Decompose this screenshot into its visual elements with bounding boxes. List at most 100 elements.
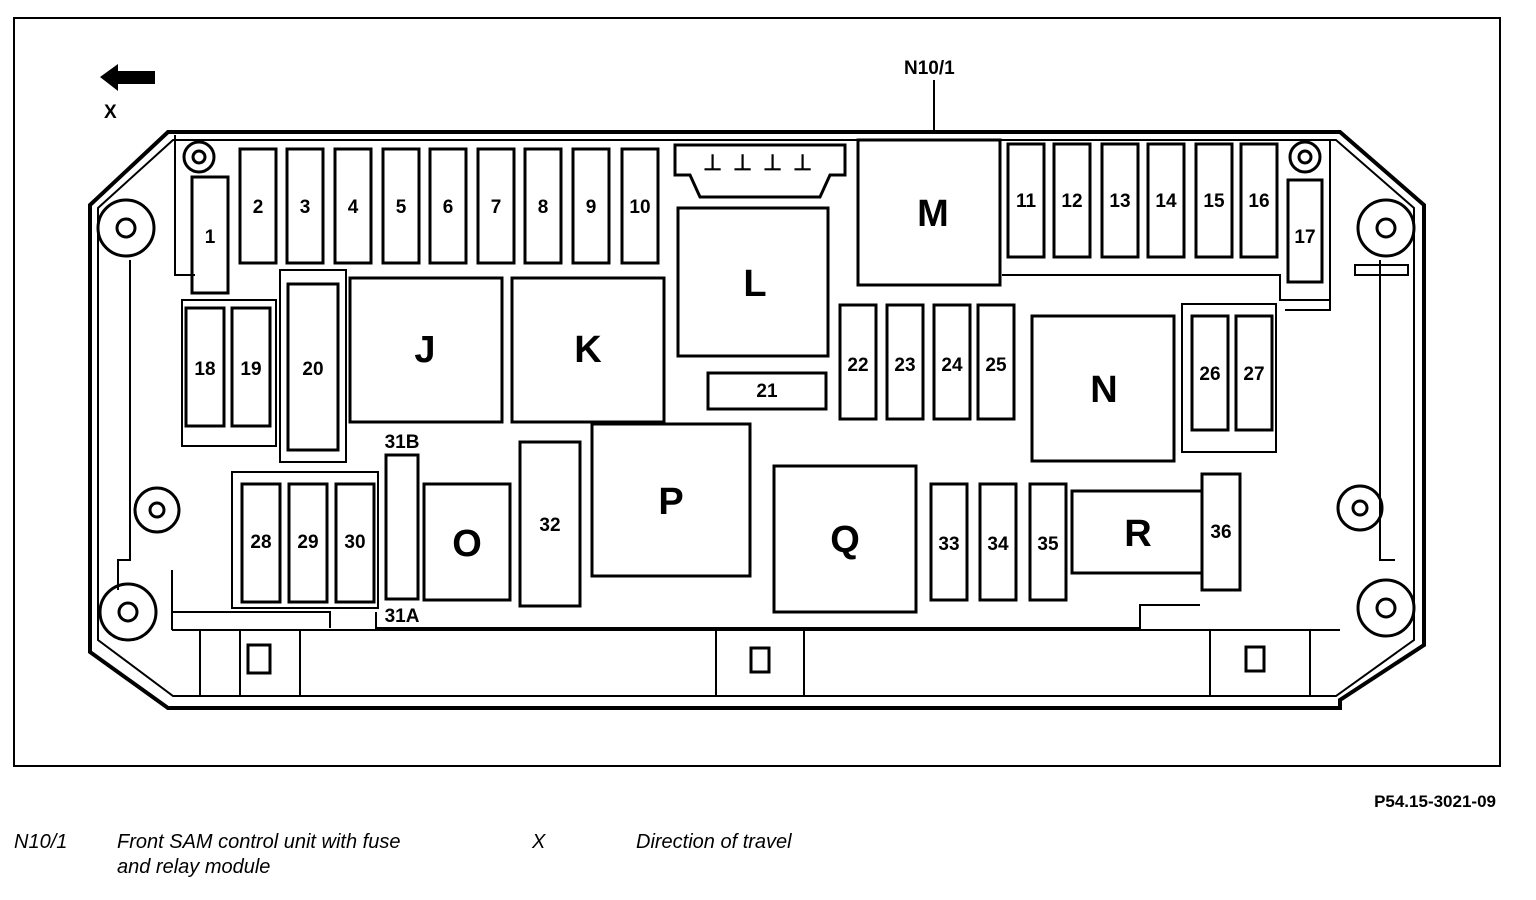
connector-slot (1244, 645, 1266, 673)
top-connector (673, 143, 847, 199)
relay-l-label: L (743, 263, 766, 305)
legend-text-x: Direction of travel (636, 831, 792, 853)
fuse-26-box (1190, 314, 1230, 432)
fuse-18-label: 18 (194, 359, 215, 380)
fuse-relay-diagram: X N10/1 ⊥ ⊥ ⊥ ⊥ J K L M N O P Q R 1 2 3 … (13, 17, 1501, 767)
fuse-6-box (428, 147, 468, 265)
relay-m-box (856, 138, 1002, 287)
fuse-2-label: 2 (253, 197, 264, 218)
fuse-3-box (285, 147, 325, 265)
screw-top-right (1288, 140, 1322, 174)
legend-text-n10-1: Front SAM control unit with fuse and rel… (117, 830, 400, 880)
fuse-30-box (334, 482, 376, 604)
legend-text-line-2: and relay module (117, 856, 271, 878)
screw-top-left (182, 140, 216, 174)
fuse-28-label: 28 (250, 532, 271, 553)
fuse-2-box (238, 147, 278, 265)
relay-k-box (510, 276, 666, 424)
diagram-frame (13, 17, 1501, 767)
relay-p-label: P (658, 481, 683, 523)
fuse-13-box (1100, 142, 1140, 259)
relay-m-label: M (917, 193, 949, 235)
fuse-3-label: 3 (300, 197, 311, 218)
relay-n-box (1030, 314, 1176, 463)
fuse-9-box (571, 147, 611, 265)
fuse-24-box (932, 303, 972, 421)
fuse-27-label: 27 (1243, 364, 1264, 385)
callout-n10-1: N10/1 (904, 58, 955, 79)
relay-r-label: R (1124, 513, 1151, 555)
fuse-20-box (286, 282, 340, 452)
fuse-30-label: 30 (344, 532, 365, 553)
mount-hole-bottom-left (98, 582, 158, 642)
fuse-16-box (1239, 142, 1279, 259)
fuse-23-label: 23 (894, 355, 915, 376)
fuse-17-box (1286, 178, 1324, 284)
connector-pin-2: ⊥ (733, 150, 752, 175)
connector-slot (749, 646, 771, 674)
fuse-35-box (1028, 482, 1068, 602)
fuse-4-box (333, 147, 373, 265)
fuse-33-box (929, 482, 969, 602)
relay-o-box (422, 482, 512, 602)
legend-text-line-1: Front SAM control unit with fuse (117, 831, 401, 853)
fuse-6-label: 6 (443, 197, 454, 218)
fuse-13-label: 13 (1109, 191, 1130, 212)
connector-pin-1: ⊥ (703, 150, 722, 175)
connector-pin-4: ⊥ (793, 150, 812, 175)
legend-code-x: X (532, 831, 546, 853)
fuse-1-box (190, 175, 230, 295)
fuse-group-18-19 (181, 299, 277, 447)
fuse-10-label: 10 (629, 197, 650, 218)
fuse-5-label: 5 (396, 197, 407, 218)
fuse-36-label: 36 (1210, 522, 1231, 543)
terminal-31b-label: 31B (385, 432, 420, 453)
module-outline (88, 130, 1426, 710)
fuse-1-label: 1 (205, 227, 216, 248)
fuse-group-20 (279, 269, 347, 463)
relay-k-label: K (574, 329, 602, 371)
fuse-21-label: 21 (756, 381, 778, 402)
fuse-33-label: 33 (938, 534, 959, 555)
direction-arrow-icon (100, 64, 155, 91)
fuse-32-box (518, 440, 582, 608)
terminal-31-box (384, 453, 420, 601)
fuse-29-box (287, 482, 329, 604)
fuse-17-label: 17 (1294, 227, 1315, 248)
fuse-11-label: 11 (1016, 191, 1037, 212)
relay-j-label: J (414, 329, 435, 371)
fuse-29-label: 29 (297, 532, 318, 553)
relay-q-box (772, 464, 918, 614)
fuse-32-label: 32 (539, 515, 560, 536)
figure-id: P54.15-3021-09 (1374, 792, 1496, 811)
fuse-34-box (978, 482, 1018, 602)
mount-hole-top-left (96, 198, 156, 258)
relay-l-box (676, 206, 830, 358)
fuse-34-label: 34 (987, 534, 1009, 555)
fuse-23-box (885, 303, 925, 421)
fuse-14-box (1146, 142, 1186, 259)
fuse-15-label: 15 (1203, 191, 1225, 212)
fuse-group-28-30 (231, 471, 379, 609)
relay-j-box (348, 276, 504, 424)
fuse-26-label: 26 (1199, 364, 1220, 385)
fuse-36-box (1200, 472, 1242, 592)
fuse-8-box (523, 147, 563, 265)
fuse-5-box (381, 147, 421, 265)
fuse-20-label: 20 (302, 359, 323, 380)
mount-hole-mid-left (133, 486, 181, 534)
fuse-11-box (1006, 142, 1046, 259)
fuse-12-label: 12 (1061, 191, 1082, 212)
fuse-16-label: 16 (1248, 191, 1269, 212)
mount-hole-bottom-right (1356, 578, 1416, 638)
fuse-7-box (476, 147, 516, 265)
direction-label: X (104, 102, 117, 123)
fuse-18-box (184, 306, 226, 428)
fuse-19-label: 19 (240, 359, 261, 380)
fuse-25-box (976, 303, 1016, 421)
fuse-27-box (1234, 314, 1274, 432)
terminal-31a-label: 31A (385, 606, 420, 627)
fuse-12-box (1052, 142, 1092, 259)
fuse-21-box (706, 371, 828, 411)
fuse-8-label: 8 (538, 197, 549, 218)
